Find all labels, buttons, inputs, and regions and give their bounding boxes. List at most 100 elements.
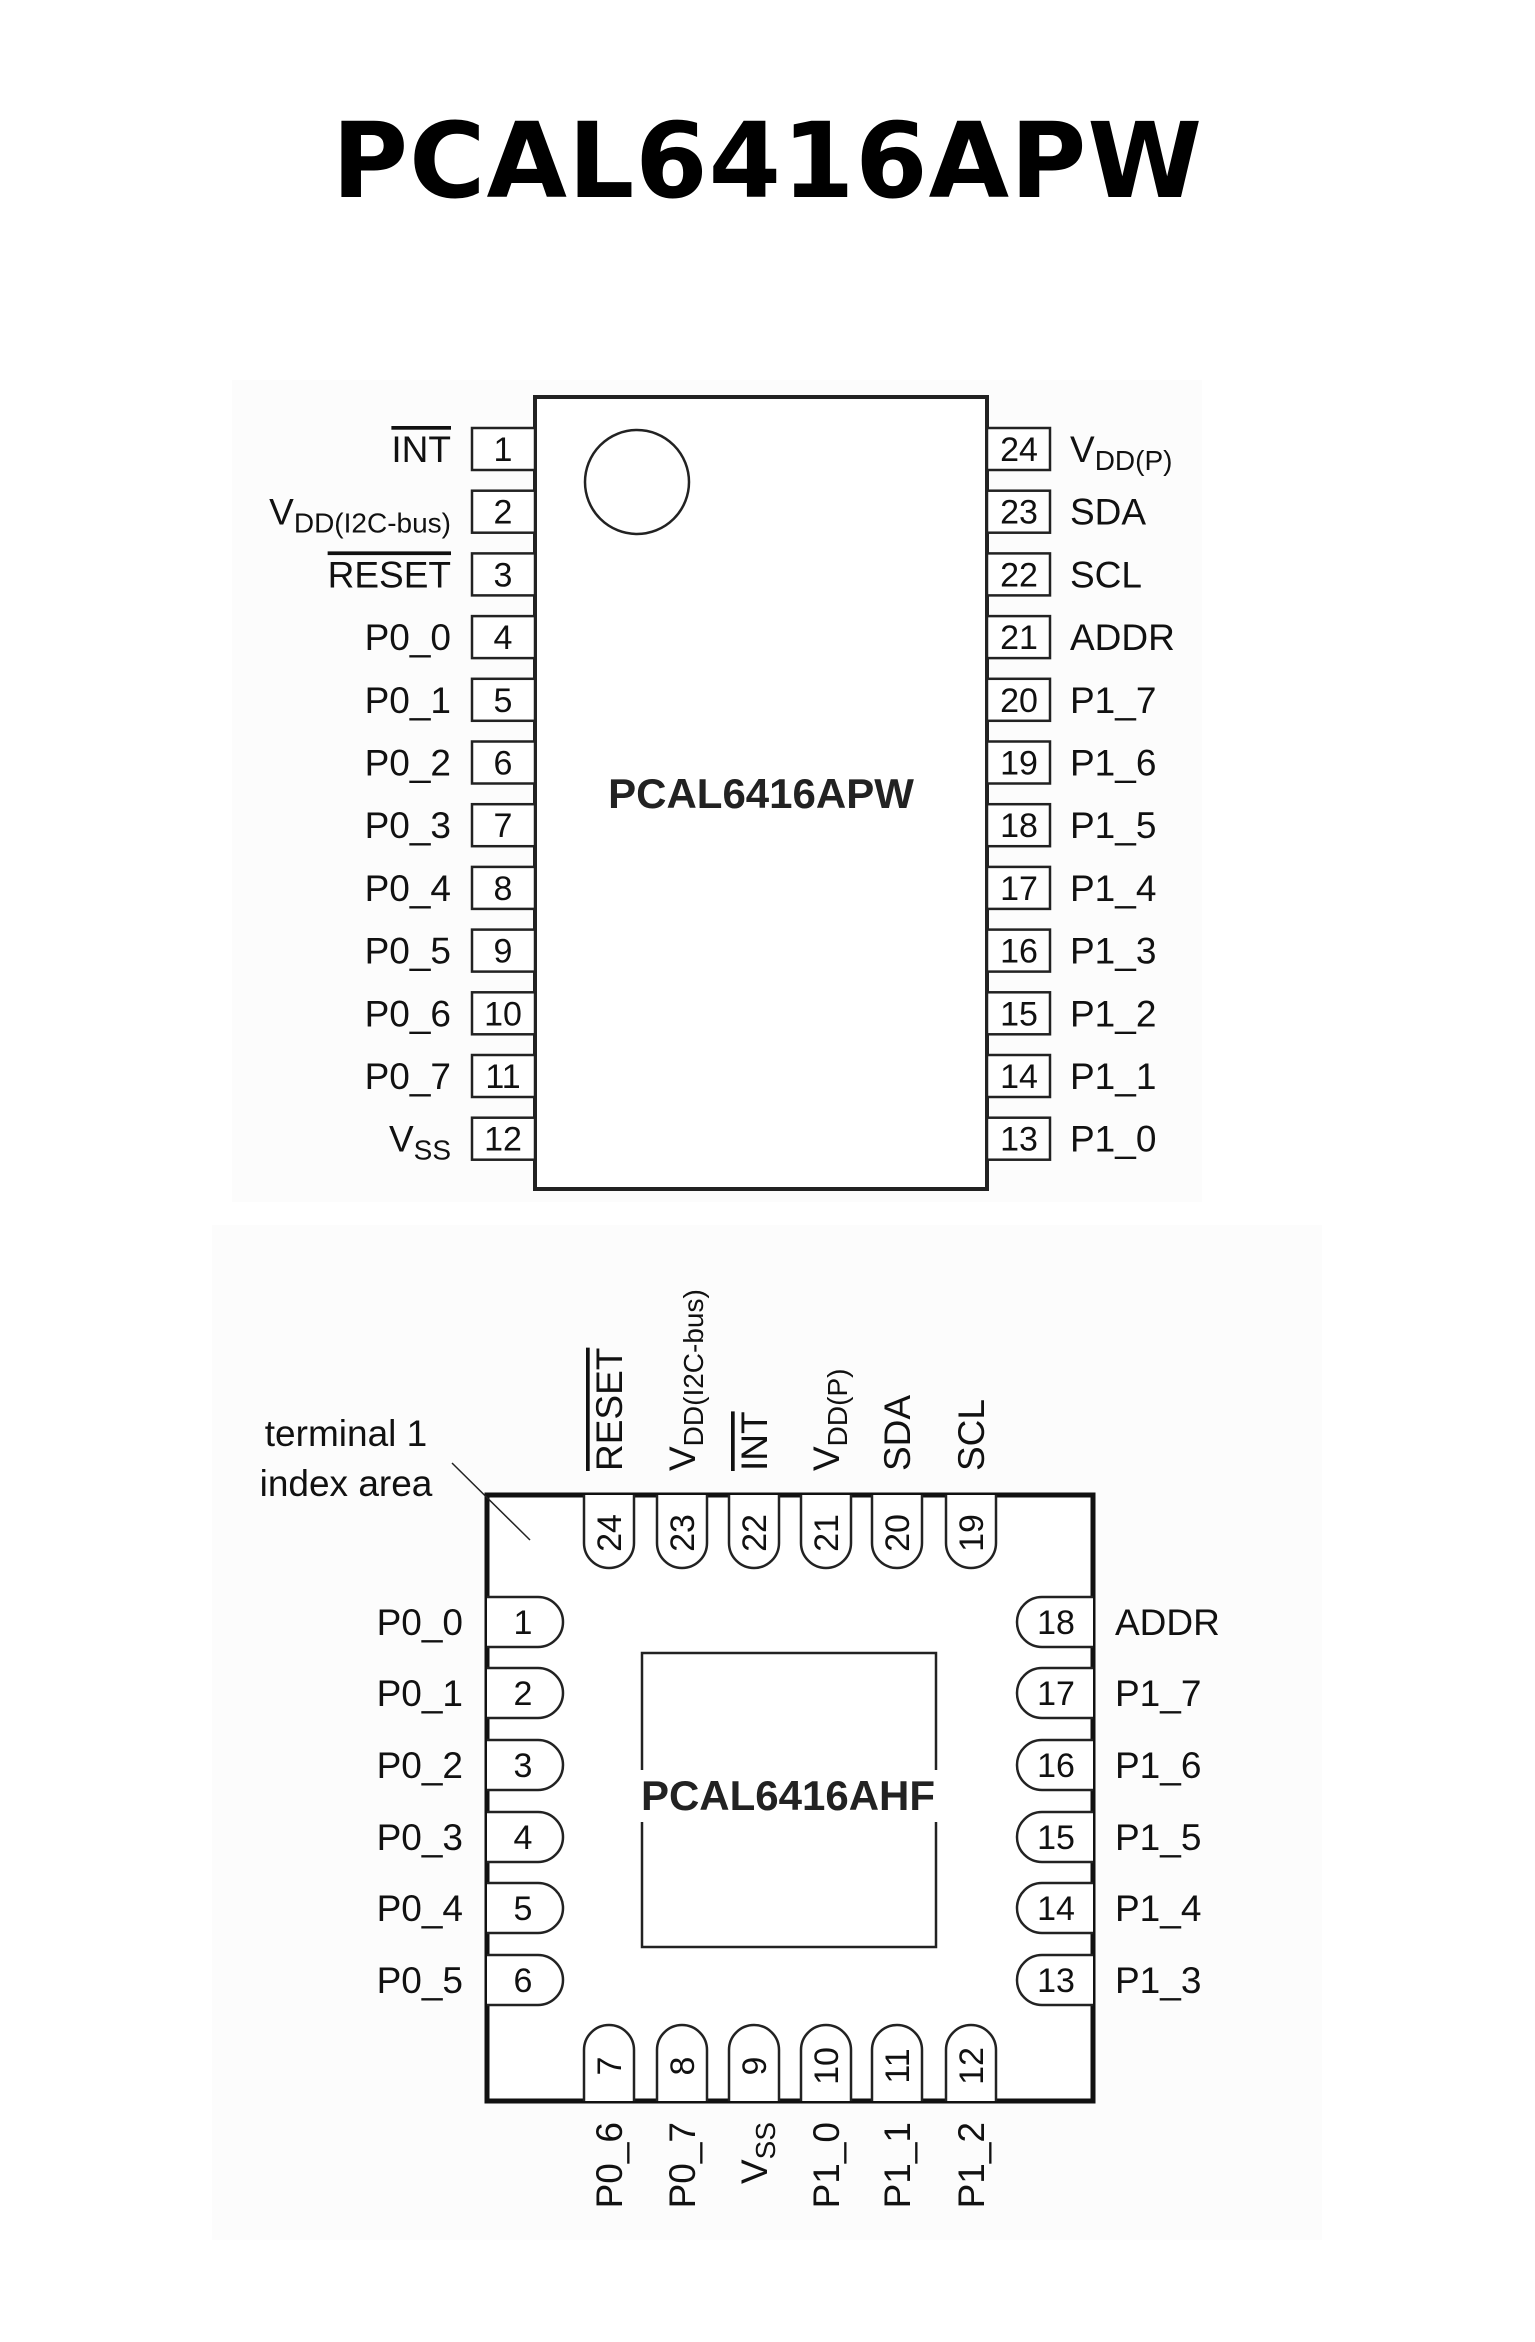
pin1-marker-circle — [583, 428, 691, 536]
pin-number: 6 — [514, 1962, 533, 2000]
pin-label: SDA — [877, 1395, 918, 1471]
pin-number: 22 — [1000, 556, 1038, 594]
pin-6: 6 P0_5 — [377, 1953, 565, 2007]
pin-label: P0_6 — [589, 2122, 630, 2208]
pin-number: 11 — [485, 1058, 520, 1096]
pin-pad — [985, 1053, 1052, 1099]
pin-pad — [470, 802, 537, 848]
pin-number: 19 — [1000, 745, 1038, 783]
index-note-line2: index area — [260, 1463, 433, 1504]
pin-label-subscript: DD(P) — [822, 1369, 853, 1447]
pin-label: P1_7 — [1115, 1673, 1201, 1714]
pin-label: INT — [734, 1411, 775, 1471]
pin-label: P1_5 — [1070, 805, 1156, 846]
pin-label: P0_1 — [365, 680, 451, 721]
pin-pad — [487, 1953, 565, 2007]
pin-number: 12 — [953, 2047, 991, 2085]
pin-label: INT — [391, 429, 451, 470]
pin-13: 13 P1_0 — [985, 1116, 1156, 1161]
pin-22: 22 SCL — [985, 552, 1142, 597]
pin-number: 12 — [484, 1121, 522, 1159]
pin-label-main: P0_4 — [365, 868, 451, 909]
pin-label: SDA — [1070, 492, 1146, 533]
pin-label-main: P1_6 — [1070, 743, 1156, 784]
pin-number: 3 — [494, 556, 513, 594]
chip-label: PCAL6416APW — [608, 770, 914, 817]
pin-number: 19 — [953, 1514, 991, 1552]
pin-number: 2 — [514, 1675, 533, 1713]
pin-number: 3 — [514, 1747, 533, 1785]
pin-pad — [985, 991, 1052, 1036]
pin-pad — [985, 865, 1052, 911]
pin-label-main: P0_0 — [365, 617, 451, 658]
pin-1: 1 P0_0 — [377, 1595, 565, 1649]
pin-pad — [487, 1595, 565, 1649]
pin-number: 4 — [494, 619, 513, 657]
page-title: PCAL6416APW — [331, 100, 1204, 222]
pin-label-main: V — [269, 492, 294, 533]
pin-pad — [799, 2023, 853, 2101]
pin-pad — [487, 1881, 565, 1935]
pin-label-main: P1_3 — [1070, 931, 1156, 972]
pin-label-main: P1_5 — [1070, 805, 1156, 846]
pin-label-main: P1_0 — [1070, 1119, 1156, 1160]
chip-body — [533, 395, 989, 1191]
pin-label-main: ADDR — [1115, 1602, 1220, 1643]
pin-number: 14 — [1000, 1058, 1038, 1096]
pin-7: 7P0_3 — [365, 802, 537, 848]
pin-label: ADDR — [1070, 617, 1175, 658]
pin-label-main: P1_1 — [877, 2122, 918, 2208]
pin-pad — [470, 426, 537, 472]
pin-label: P1_4 — [1070, 868, 1156, 909]
pin-number: 24 — [591, 1514, 629, 1552]
pin-pad — [1015, 1881, 1093, 1935]
pin-pad — [487, 1738, 565, 1792]
pin-pad — [1015, 1810, 1093, 1864]
pin-3: 3P0_2 — [377, 1738, 565, 1792]
pin-label: P0_3 — [365, 805, 451, 846]
chip-label-bg — [618, 1770, 960, 1822]
pin-label-main: P1_4 — [1070, 868, 1156, 909]
pin-label: P1_0 — [806, 2122, 847, 2208]
pin-pad — [985, 552, 1052, 597]
pin-label-main: P0_7 — [662, 2122, 703, 2208]
pin-number: 17 — [1037, 1675, 1075, 1713]
pin-number: 20 — [1000, 682, 1038, 720]
pin-label-main: SCL — [951, 1399, 992, 1471]
pin-label: VSS — [734, 2122, 781, 2184]
pin-pad — [470, 740, 537, 785]
pin-label-main: P1_4 — [1115, 1888, 1201, 1929]
pin-label-main: P0_5 — [365, 931, 451, 972]
pin-8: 8P0_4 — [365, 865, 537, 911]
pin-label-subscript: SS — [750, 2122, 781, 2159]
pin-label: P1_1 — [1070, 1056, 1156, 1097]
pin-number: 11 — [879, 2048, 917, 2083]
pin-label: P1_6 — [1115, 1745, 1201, 1786]
pin-label: P0_5 — [377, 1960, 463, 2001]
pin-pad — [470, 1053, 537, 1099]
pin-number: 13 — [1000, 1121, 1038, 1159]
pin-number: 1 — [514, 1604, 533, 1642]
pin-label-main: P1_2 — [951, 2122, 992, 2208]
pin-label: VDD(P) — [806, 1369, 853, 1471]
pin-label: SCL — [1070, 554, 1142, 595]
pin-label-main: P0_2 — [365, 743, 451, 784]
pin-6: 6P0_2 — [365, 740, 537, 785]
pin-pad — [582, 2023, 636, 2101]
pin-pad — [655, 2023, 709, 2101]
pin-label: P0_0 — [377, 1602, 463, 1643]
pin-number: 5 — [494, 682, 513, 720]
pin-label-main: P0_3 — [377, 1817, 463, 1858]
pin-pad — [870, 1495, 924, 1570]
